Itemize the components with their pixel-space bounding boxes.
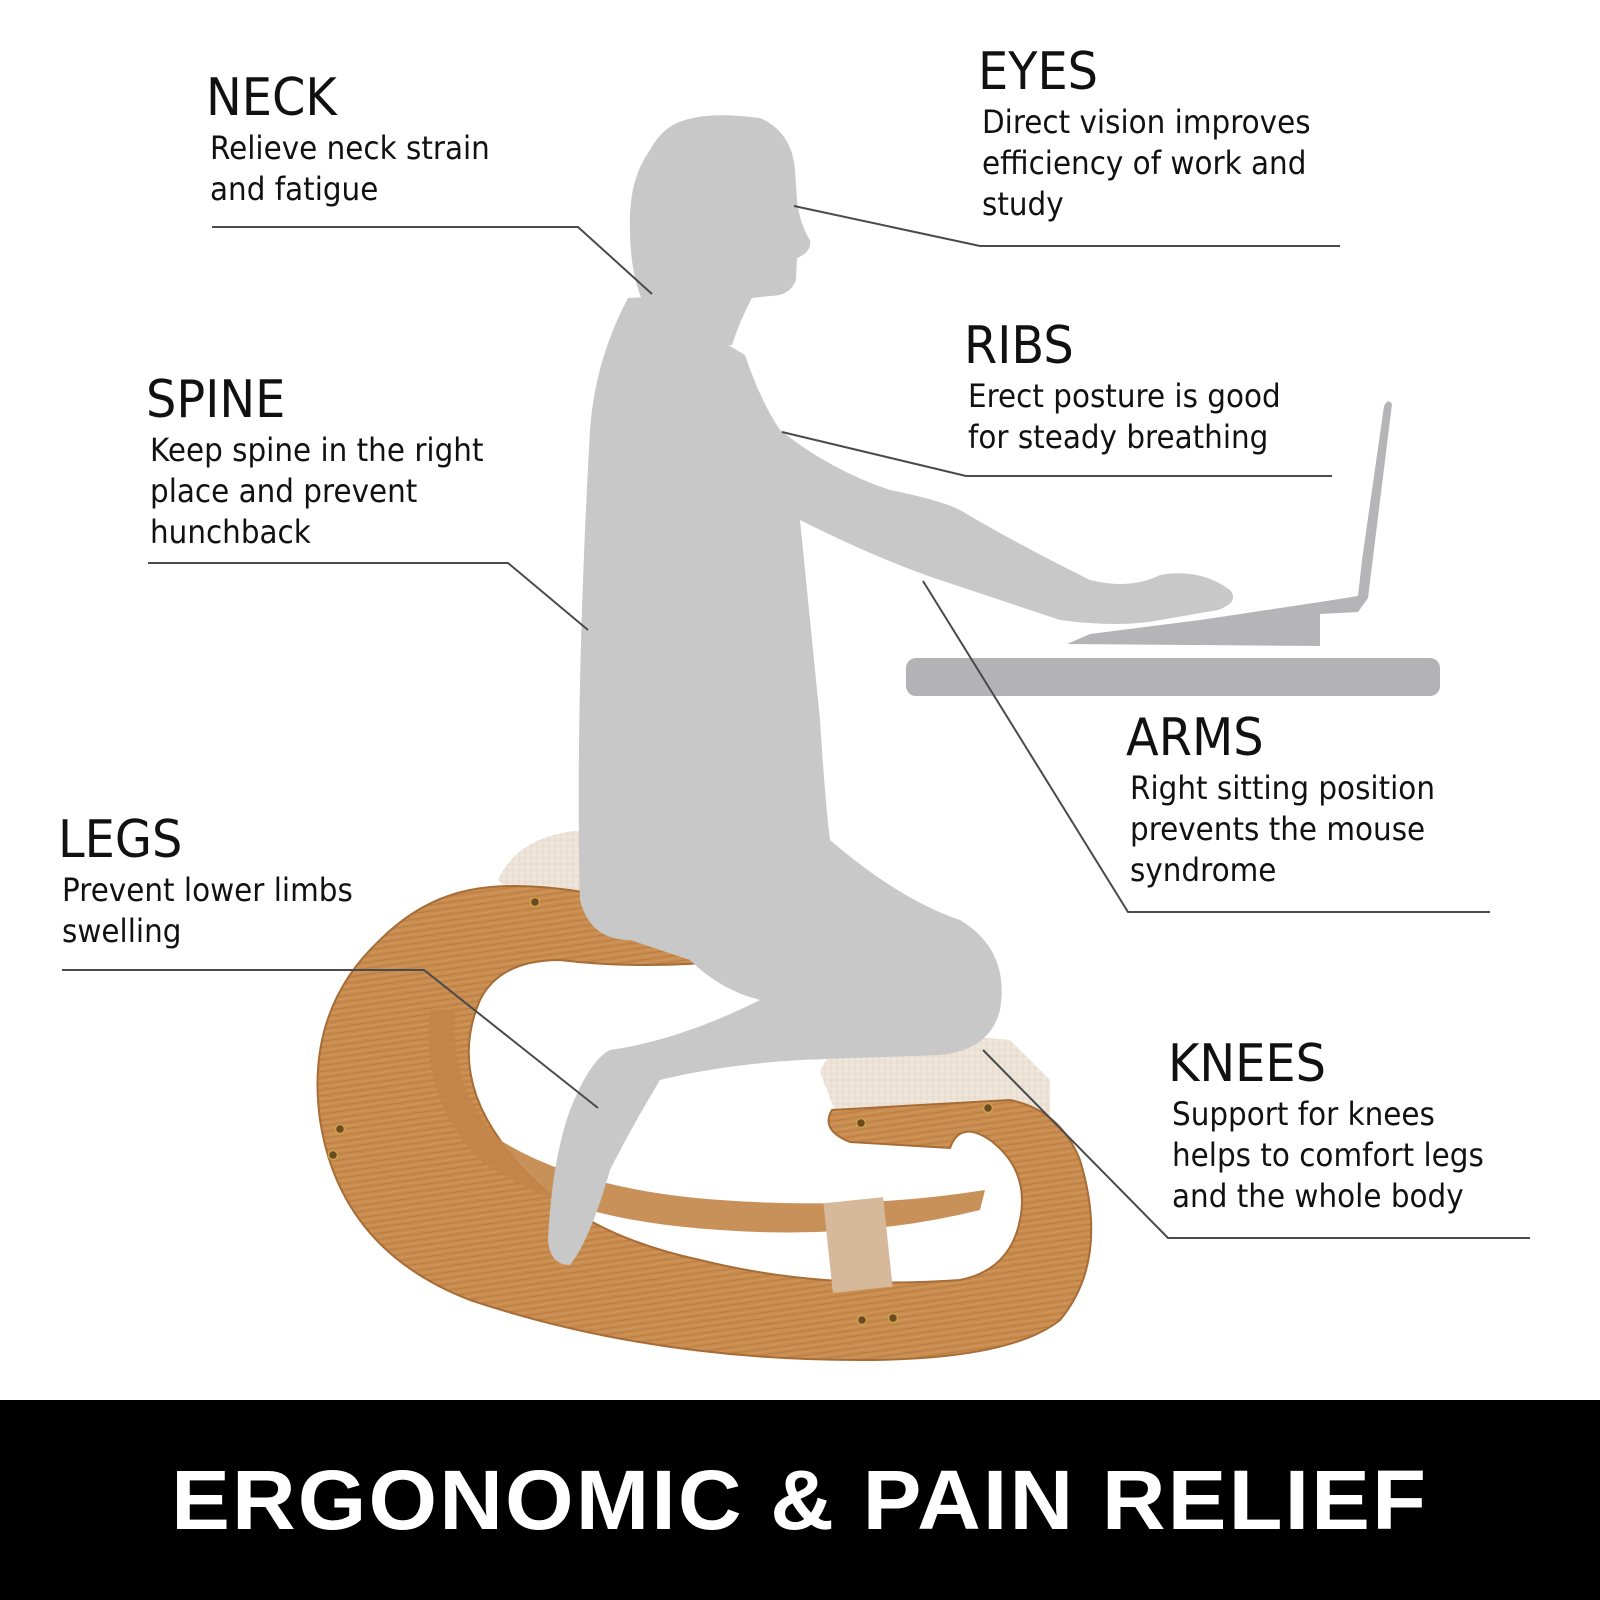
callout-title: LEGS bbox=[58, 810, 183, 870]
spine-leader-line bbox=[148, 562, 589, 631]
leader-lines bbox=[62, 205, 1530, 1239]
ribs-leader-line bbox=[781, 431, 1332, 477]
callout-arms: ARMS Right sitting position prevents the… bbox=[1126, 710, 1462, 891]
callout-ribs: RIBS Erect posture is good for steady br… bbox=[964, 318, 1308, 458]
callout-description: Keep spine in the right place and preven… bbox=[150, 431, 484, 551]
callout-title: SPINE bbox=[146, 370, 286, 430]
callout-neck: NECK Relieve neck strain and fatigue bbox=[206, 70, 514, 210]
human-silhouette bbox=[548, 115, 1234, 1265]
eyes-leader-line bbox=[793, 205, 1340, 247]
ergonomic-illustration bbox=[62, 115, 1530, 1362]
neck-leader-line bbox=[212, 226, 653, 295]
callout-description: Relieve neck strain and fatigue bbox=[210, 129, 490, 208]
callout-knees: KNEES Support for knees helps to comfort… bbox=[1168, 1036, 1511, 1217]
callout-description: Prevent lower limbs swelling bbox=[62, 871, 353, 950]
callout-legs: LEGS Prevent lower limbs swelling bbox=[58, 812, 378, 952]
desk bbox=[906, 658, 1440, 696]
knees-leader-line bbox=[982, 1049, 1530, 1239]
callout-title: NECK bbox=[206, 68, 337, 128]
callout-description: Erect posture is good for steady breathi… bbox=[968, 377, 1281, 456]
callout-description: Support for knees helps to comfort legs … bbox=[1172, 1095, 1484, 1215]
callout-title: EYES bbox=[978, 42, 1099, 102]
callout-title: ARMS bbox=[1126, 708, 1264, 768]
callout-description: Right sitting position prevents the mous… bbox=[1130, 769, 1435, 889]
callout-spine: SPINE Keep spine in the right place and … bbox=[146, 372, 512, 553]
callout-title: KNEES bbox=[1168, 1034, 1326, 1094]
arms-leader-line bbox=[922, 580, 1490, 913]
legs-leader-line bbox=[62, 969, 599, 1109]
footer-banner: ERGONOMIC & PAIN RELIEF bbox=[0, 1400, 1600, 1600]
callout-eyes: EYES Direct vision improves efficiency o… bbox=[978, 44, 1339, 225]
callout-title: RIBS bbox=[964, 316, 1074, 376]
callout-description: Direct vision improves efficiency of wor… bbox=[982, 103, 1311, 223]
banner-text: ERGONOMIC & PAIN RELIEF bbox=[171, 1452, 1429, 1547]
